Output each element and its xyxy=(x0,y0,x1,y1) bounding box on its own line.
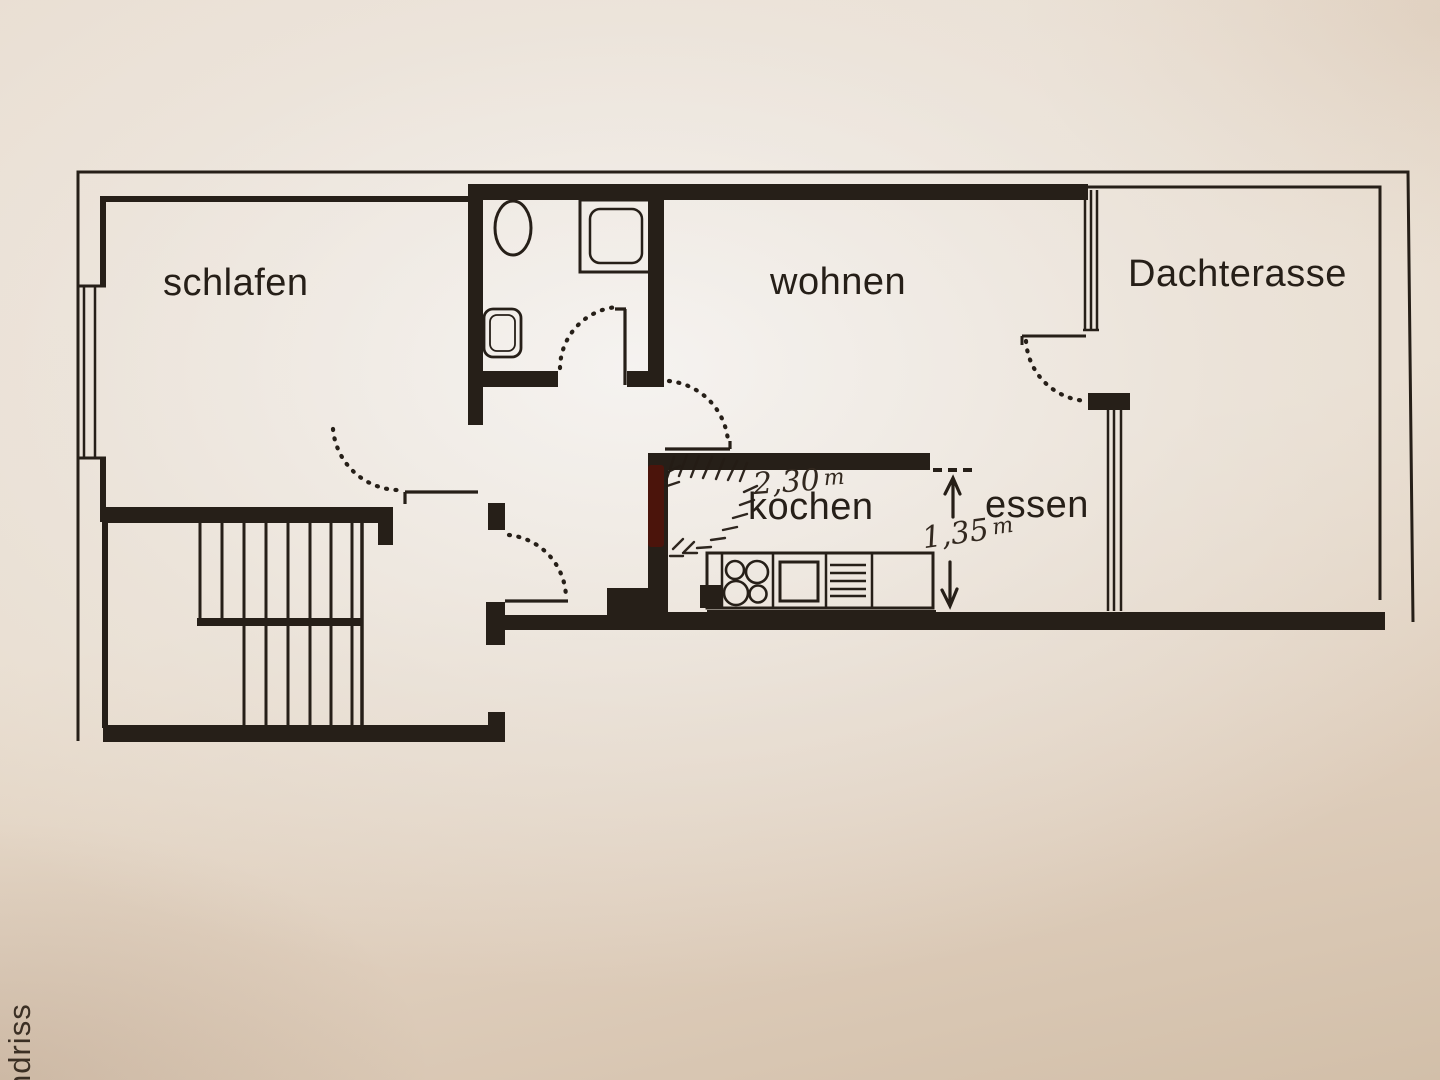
terrace-boundary xyxy=(1088,185,1382,600)
bathroom-sink xyxy=(482,307,523,359)
stairwell-walls xyxy=(103,712,505,742)
room-label-schlafen: schlafen xyxy=(163,262,309,304)
dimension-unit: m xyxy=(822,464,846,492)
entrance-door xyxy=(486,532,569,645)
red-marker-annotation xyxy=(648,465,664,547)
shower xyxy=(578,198,652,274)
dimension-unit: m xyxy=(990,512,1015,541)
hand-hatching-annotation xyxy=(664,453,759,558)
dimension-arrow-up xyxy=(943,474,962,519)
bathroom-walls xyxy=(468,184,1088,425)
schlafen-window xyxy=(78,284,106,460)
terrace-glazing-upper xyxy=(1083,190,1099,332)
toilet xyxy=(493,199,533,257)
dimension-value: 2,30 xyxy=(751,462,821,503)
room-label-wohnen: wohnen xyxy=(770,261,907,303)
schlafen-door xyxy=(330,426,478,504)
schlafen-bottom-wall xyxy=(103,503,505,545)
wohnen-door xyxy=(665,378,732,451)
edge-caption: ndriss xyxy=(2,1003,37,1080)
schlafen-walls xyxy=(100,196,470,522)
room-label-kochen: kochen xyxy=(748,486,874,528)
kitchen-counter xyxy=(705,551,936,612)
dimension-arrow-down xyxy=(940,560,959,610)
room-label-dachterasse: Dachterasse xyxy=(1128,253,1347,295)
room-label-essen: essen xyxy=(985,484,1089,526)
terrace-glazing-lower xyxy=(1106,410,1123,611)
drainer xyxy=(830,563,866,598)
stove-burners xyxy=(722,559,770,607)
kitchen-sink xyxy=(778,560,820,603)
handwritten-dimension-kitchen: 2,30m xyxy=(751,461,846,503)
stairs xyxy=(102,520,364,728)
bathroom-door xyxy=(557,304,627,385)
terrace-door xyxy=(1020,334,1130,410)
